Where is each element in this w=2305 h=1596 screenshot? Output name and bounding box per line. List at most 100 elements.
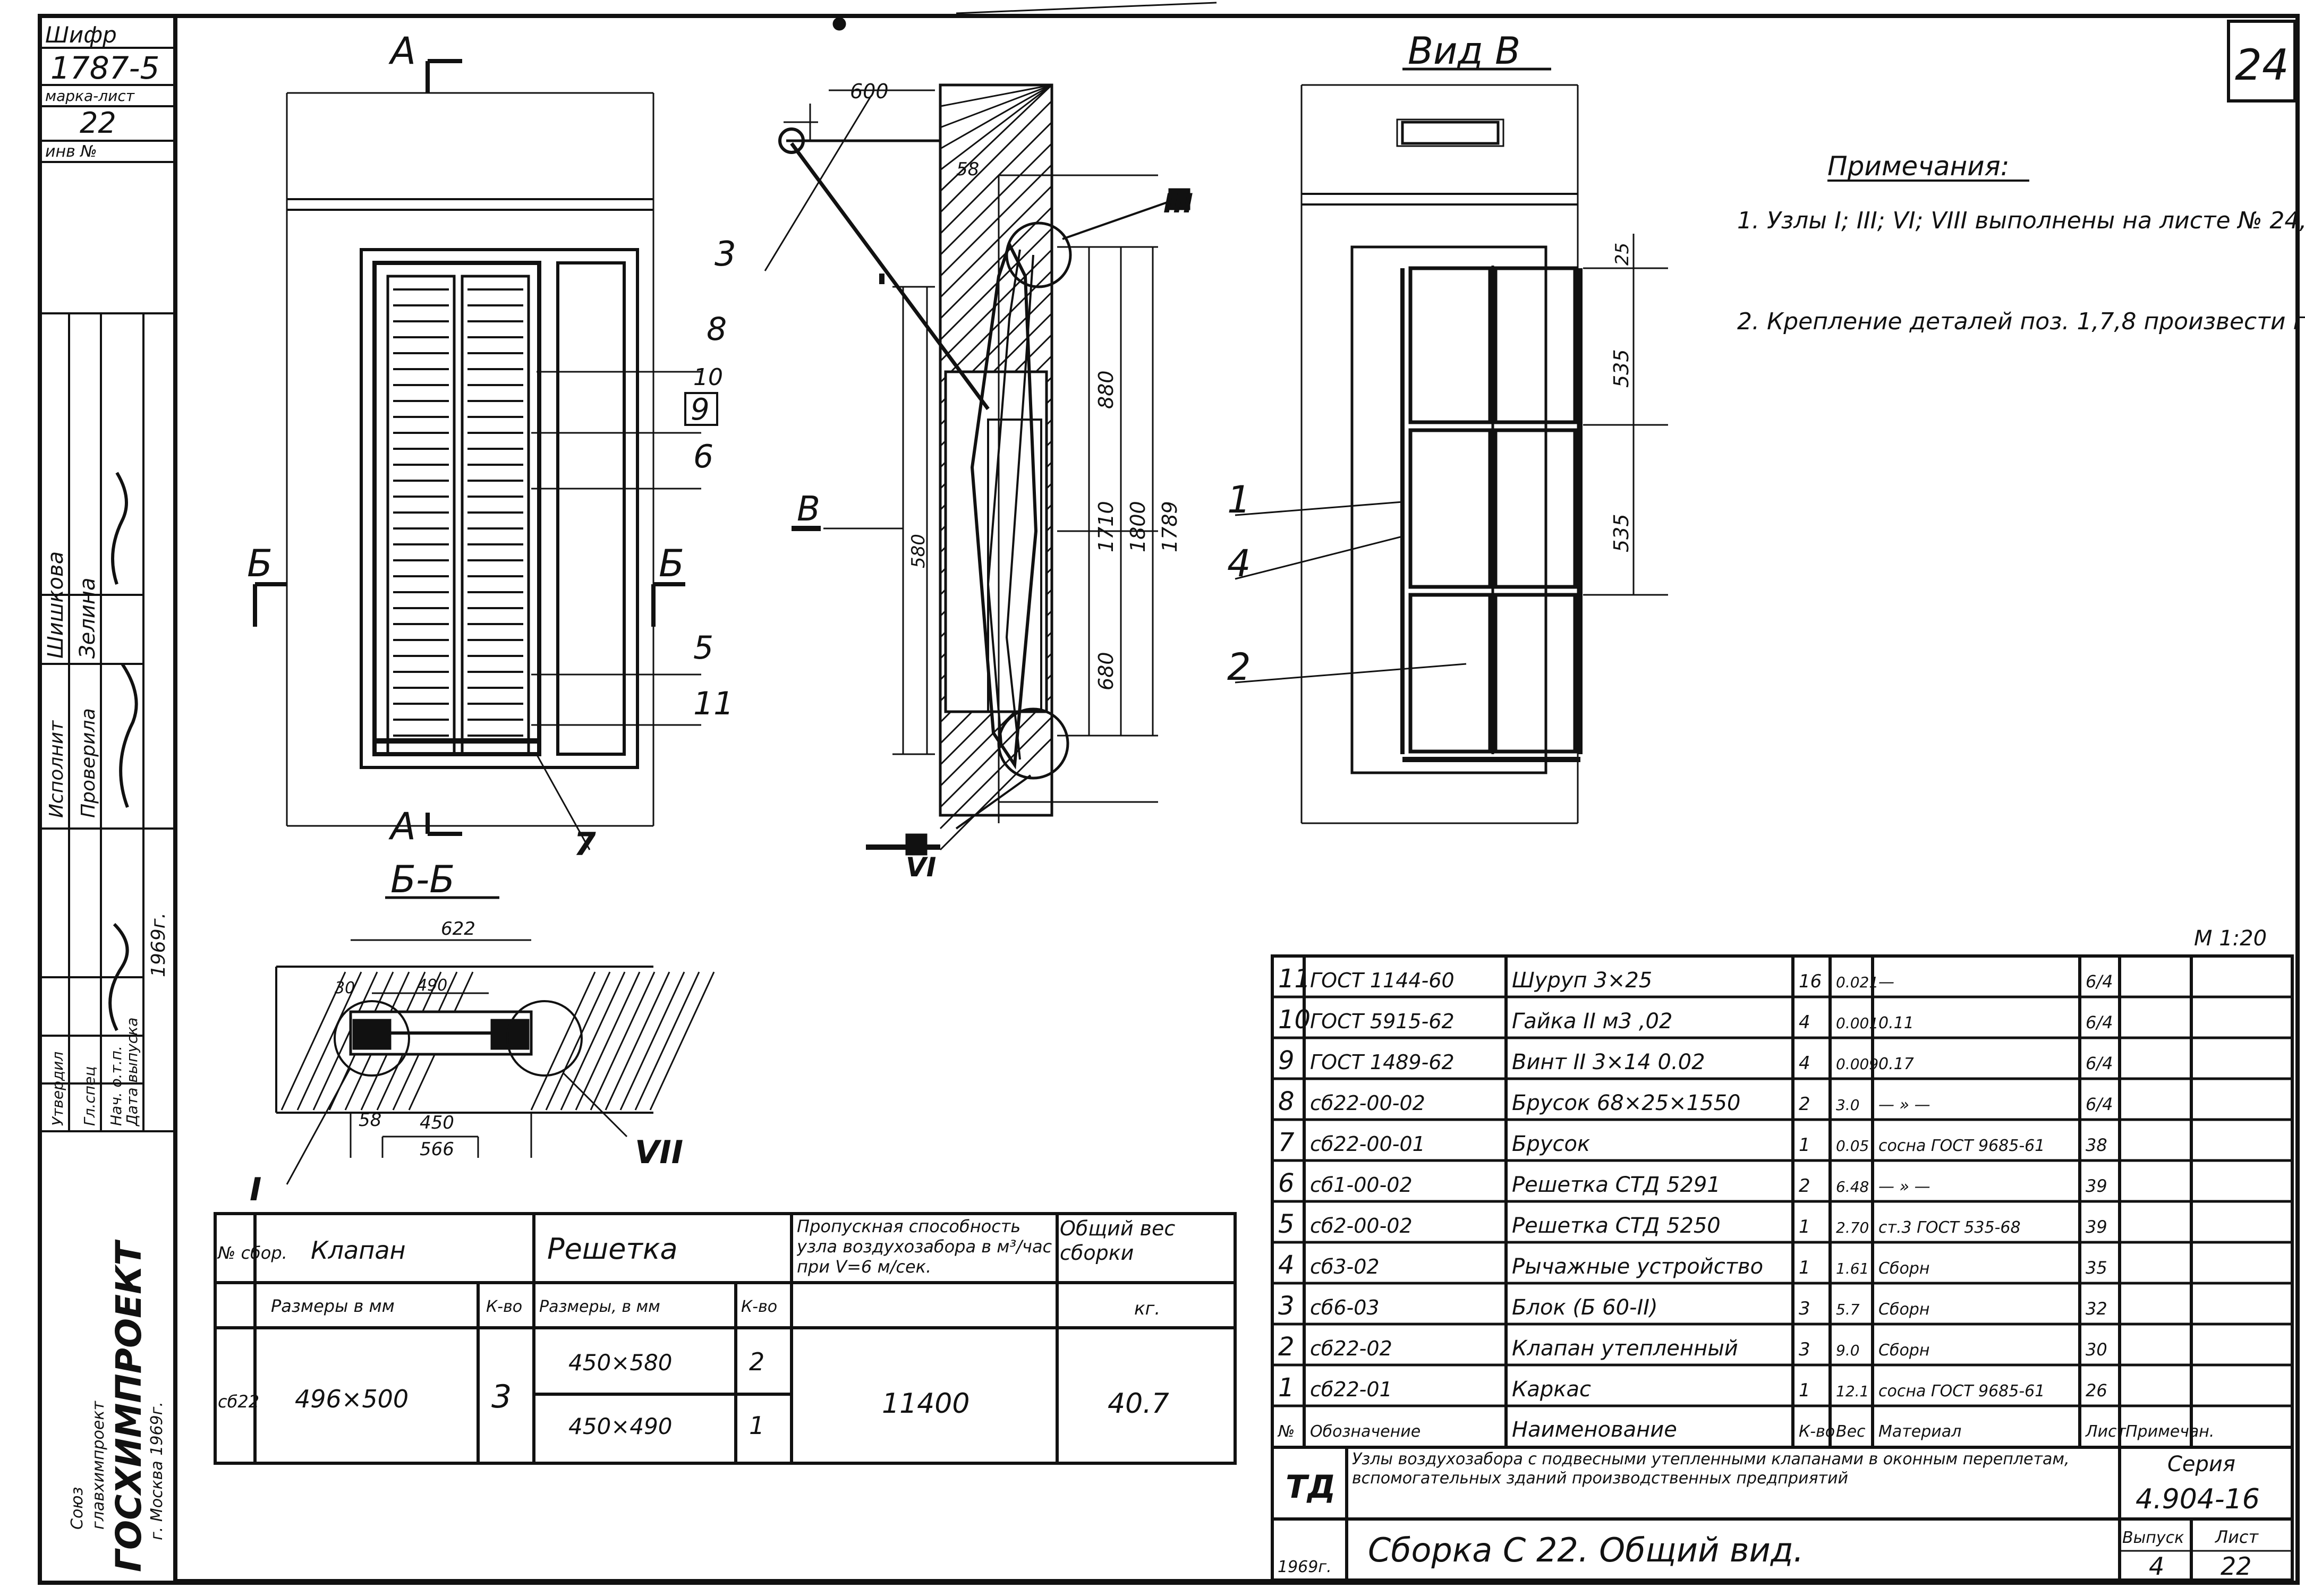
- spec-cell-code: сб22-00-01: [1310, 1132, 1425, 1156]
- sheet-number: 24: [2235, 40, 2289, 90]
- wall-hatch-line: [939, 737, 1053, 851]
- wall-hatch-line: [939, 164, 1053, 277]
- vt-g2-size: 450×490: [568, 1413, 673, 1439]
- bb-dim-30: 30: [335, 979, 355, 997]
- spec-cell-sheet: 6/4: [2086, 1012, 2113, 1032]
- dim-680: 680: [1094, 652, 1118, 690]
- bb-dim-622: 622: [441, 918, 475, 940]
- spec-cell-name: Брусок: [1512, 1132, 1590, 1156]
- note-2: 2. Крепление деталей поз. 1,7,8 произвес…: [1737, 308, 2305, 335]
- node-vi: VI: [906, 852, 936, 883]
- spec-cell-material: Сборн: [1878, 1300, 1929, 1319]
- spec-cell-sheet: 39: [2086, 1217, 2107, 1237]
- leader-1: 1: [1227, 478, 1251, 522]
- vt-row-no: сб22: [218, 1392, 259, 1412]
- spec-cell-name: Блок (Б 60-II): [1512, 1295, 1658, 1320]
- bb-hatch-line: [560, 971, 626, 1111]
- view-b-title: Вид В: [1408, 29, 1520, 73]
- bb-hatch-line: [590, 971, 656, 1111]
- inv-label: инв №: [45, 142, 97, 161]
- view-b: [1235, 84, 1668, 824]
- spec-cell-no: 5: [1278, 1209, 1295, 1239]
- wall-hatch-line: [940, 84, 1052, 107]
- leader-5: 5: [693, 629, 713, 667]
- spec-cell-sheet: 26: [2086, 1380, 2107, 1401]
- tb-issue-value: 4: [2149, 1552, 2164, 1581]
- marka-value: 22: [80, 106, 116, 140]
- wall-hatch-line: [939, 716, 1053, 830]
- bb-hatch-line: [619, 971, 685, 1111]
- tb-description-wrap: Узлы воздухозабора с подвесными утепленн…: [1352, 1450, 2070, 1488]
- vt-h-weight: Общий вес сборки: [1060, 1217, 1176, 1265]
- vt-h-capacity-wrap: Пропускная способность узла воздухозабор…: [797, 1216, 1052, 1277]
- spec-cell-name: Рычажные устройство: [1512, 1254, 1763, 1279]
- spec-cell-material: Сборн: [1878, 1259, 1929, 1278]
- spec-header-cell: К-во: [1799, 1422, 1835, 1441]
- spec-cell-code: ГОСТ 5915-62: [1310, 1010, 1455, 1033]
- vt-h-valve: Клапан: [311, 1236, 406, 1265]
- node-iii: III: [1163, 188, 1193, 219]
- org-name: ГОСХИМПРОЕКТ: [108, 1239, 149, 1572]
- bb-hatch-line: [530, 971, 596, 1111]
- leader-9: 9: [691, 392, 710, 427]
- front-view: [253, 59, 701, 850]
- dim-600: 600: [850, 80, 889, 103]
- tb-series-value: 4.904-16: [2136, 1483, 2260, 1515]
- marka-label: марка-лист: [45, 87, 135, 105]
- spec-cell-name: Решетка СТД 5250: [1512, 1214, 1721, 1238]
- bb-hatch-line: [634, 971, 700, 1111]
- spec-cell-code: сб6-03: [1310, 1296, 1380, 1319]
- dim-25: 25: [1612, 243, 1633, 266]
- vt-h-unit: кг.: [1134, 1298, 1160, 1319]
- spec-cell-sheet: 38: [2086, 1135, 2107, 1155]
- spec-cell-name: Гайка II м3 ,02: [1512, 1009, 1672, 1034]
- dim-side-mid: 1710: [1094, 501, 1118, 552]
- spec-cell-no: 1: [1278, 1373, 1295, 1403]
- wall-hatch-line: [940, 84, 1052, 129]
- tb-sheet-value: 22: [2221, 1552, 2252, 1581]
- spec-cell-weight: 0.009: [1836, 1055, 1878, 1073]
- bb-hatch-line: [605, 971, 670, 1111]
- vt-weight: 40.7: [1108, 1388, 1169, 1420]
- spec-cell-weight: 12.1: [1836, 1382, 1869, 1400]
- spec-cell-no: 10: [1278, 1005, 1311, 1035]
- spec-cell-code: сб2-00-02: [1310, 1214, 1413, 1237]
- spec-cell-no: 3: [1278, 1291, 1295, 1321]
- shifr-value: 1787-5: [50, 50, 159, 86]
- role-data: Дата выпуска: [123, 1018, 141, 1127]
- spec-cell-weight: 0.001: [1836, 1014, 1878, 1032]
- spec-cell-material: сосна ГОСТ 9685-61: [1878, 1137, 2045, 1155]
- org-line1: Союз: [68, 1487, 87, 1530]
- spec-cell-material: — » —: [1878, 1096, 1930, 1114]
- spec-cell-qty: 2: [1799, 1175, 1810, 1197]
- name-ispolnit: Шишкова: [44, 551, 68, 659]
- spec-cell-code: сб1-00-02: [1310, 1173, 1413, 1197]
- dim-535-b: 535: [1610, 514, 1633, 552]
- section-b-right: Б: [659, 542, 684, 585]
- wall-hatch-line: [939, 84, 1053, 192]
- spec-cell-qty: 1: [1799, 1257, 1810, 1278]
- wall-hatch-line: [939, 142, 1053, 256]
- node-vii: VII: [635, 1134, 683, 1171]
- spec-cell-code: сб22-01: [1310, 1378, 1392, 1401]
- side-section: [764, 2, 1217, 856]
- spec-header-cell: Материал: [1878, 1422, 1961, 1441]
- section-bb: [275, 939, 715, 1185]
- vt-g1-size: 450×580: [568, 1350, 673, 1376]
- spec-cell-sheet: 6/4: [2086, 1053, 2113, 1073]
- signature-utverdil: [108, 923, 129, 1031]
- node-i: I: [250, 1171, 261, 1208]
- leader-7: 7: [574, 826, 596, 863]
- spec-cell-material: —: [1878, 973, 1894, 992]
- spec-cell-qty: 3: [1799, 1298, 1810, 1319]
- vt-h-gsize: Размеры, в мм: [539, 1298, 660, 1316]
- bb-hatch-line: [280, 971, 346, 1111]
- stamp-year: 1969г.: [148, 912, 169, 977]
- spec-cell-qty: 4: [1799, 1012, 1810, 1033]
- wall-hatch-line: [940, 84, 1052, 171]
- spec-header-cell: Лист: [2085, 1422, 2127, 1441]
- vt-h-gqty: К-во: [741, 1298, 777, 1316]
- spec-cell-weight: 5.7: [1836, 1301, 1860, 1318]
- tb-td: ТД: [1286, 1469, 1336, 1506]
